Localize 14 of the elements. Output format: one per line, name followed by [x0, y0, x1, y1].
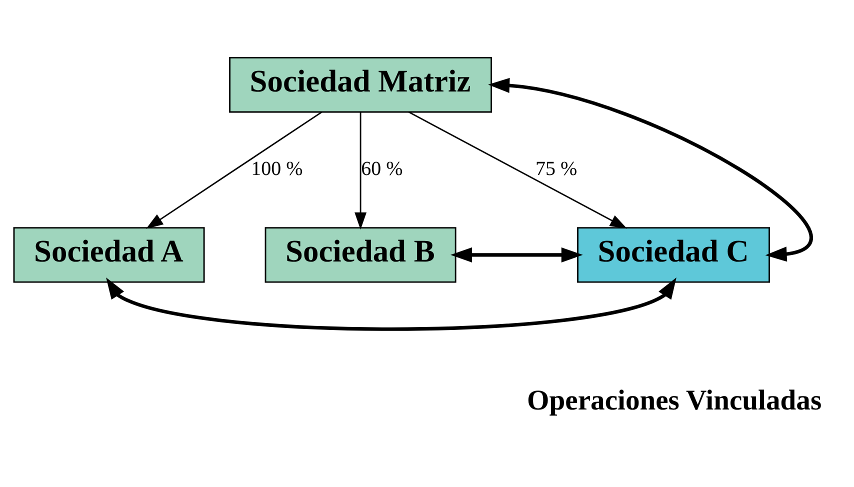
label: Operaciones Vinculadas [527, 385, 822, 416]
node-box: Sociedad Matriz [229, 57, 492, 113]
arrow [488, 78, 813, 262]
node-box: Sociedad C [577, 227, 770, 283]
arrow [106, 278, 676, 331]
arrow [408, 111, 628, 229]
edge-label: 75 % [536, 158, 578, 180]
arrow [354, 112, 367, 230]
edge-label: 60 % [361, 158, 403, 180]
arrow [146, 111, 322, 229]
edge-label: 100 % [251, 158, 303, 180]
arrow [450, 247, 583, 262]
node-box: Sociedad B [264, 227, 456, 283]
node-box: Sociedad A [13, 227, 205, 283]
